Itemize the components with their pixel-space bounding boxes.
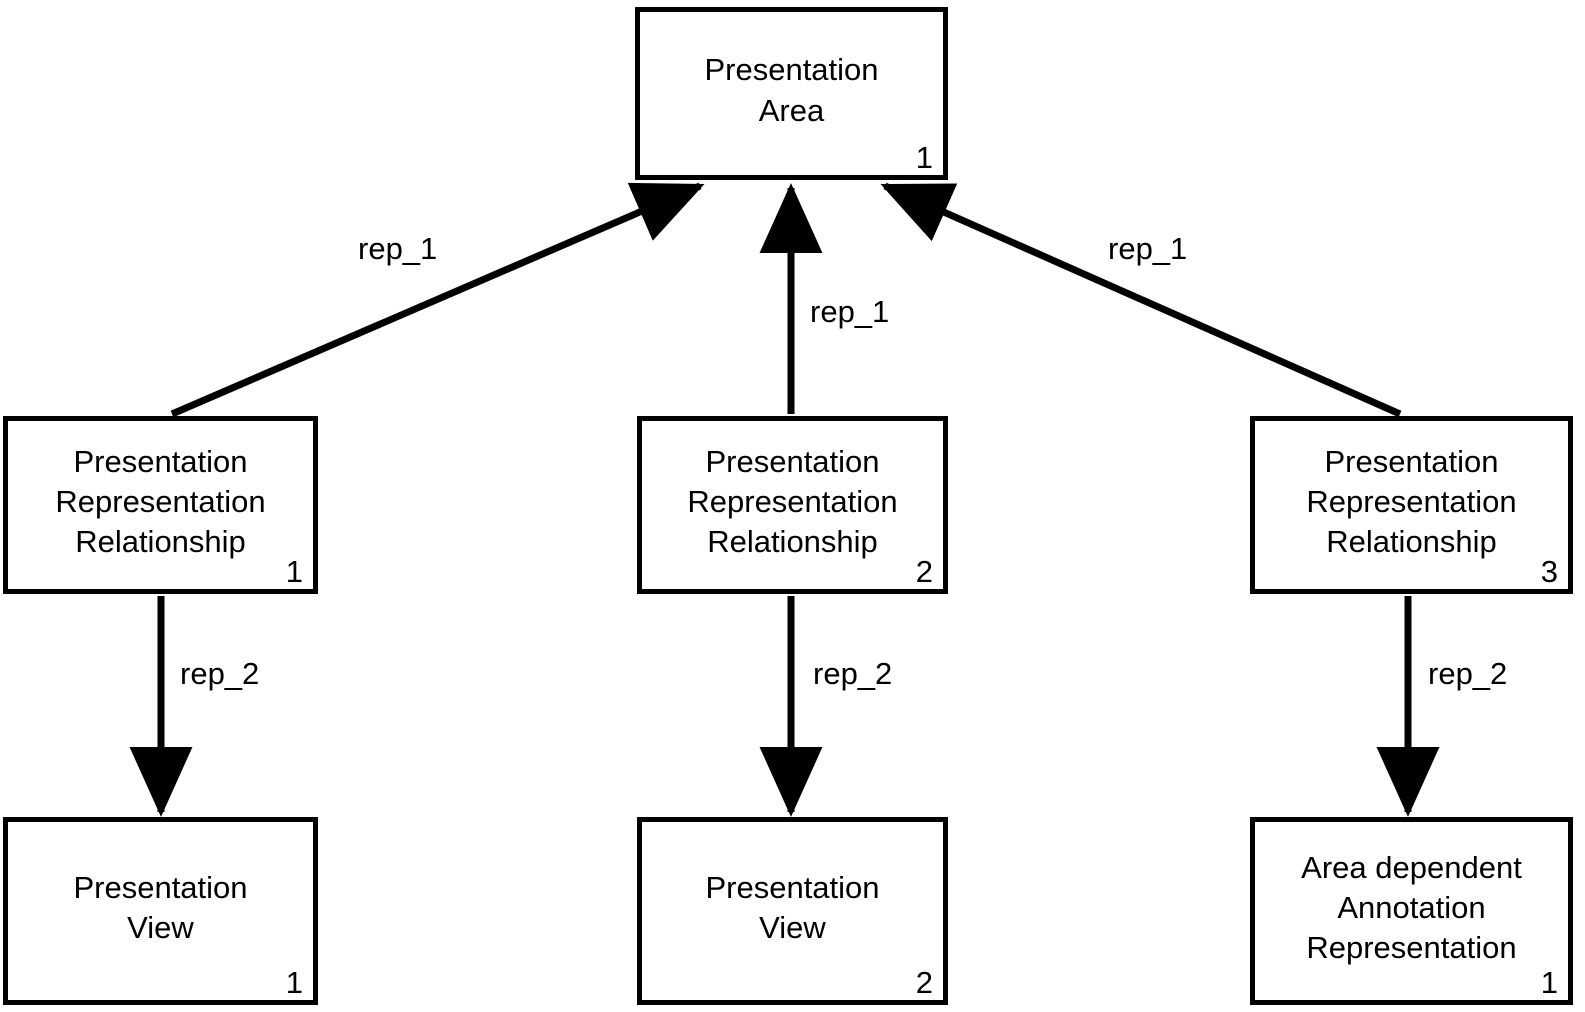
node-label: Area dependent Annotation Representation xyxy=(1301,849,1522,966)
edge-label-rel2-to-area: rep_1 xyxy=(810,294,890,329)
edge-label-rel2-to-view2: rep_2 xyxy=(813,656,893,691)
node-index: 1 xyxy=(285,554,303,589)
node-index: 1 xyxy=(285,965,303,1000)
node-area-dependent-annotation-representation-1[interactable]: Area dependent Annotation Representation… xyxy=(1250,817,1573,1005)
node-presentation-area-1[interactable]: Presentation Area 1 xyxy=(635,7,948,180)
node-label: Presentation Representation Relationship xyxy=(1306,443,1517,560)
node-presentation-representation-relationship-3[interactable]: Presentation Representation Relationship… xyxy=(1250,416,1573,594)
node-label: Presentation Representation Relationship xyxy=(55,443,266,560)
node-index: 2 xyxy=(915,554,933,589)
node-presentation-representation-relationship-1[interactable]: Presentation Representation Relationship… xyxy=(3,416,318,594)
edge-label-rel3-to-area: rep_1 xyxy=(1108,231,1188,266)
node-label: Presentation View xyxy=(705,869,880,945)
edge-label-rel1-to-view1: rep_2 xyxy=(180,656,260,691)
edge-rel3-to-area-line xyxy=(880,182,1402,418)
edge-label-rel1-to-area: rep_1 xyxy=(358,231,438,266)
node-index: 2 xyxy=(915,965,933,1000)
node-index: 3 xyxy=(1540,554,1558,589)
node-presentation-view-2[interactable]: Presentation View 2 xyxy=(637,817,948,1005)
node-label: Presentation View xyxy=(73,869,248,945)
node-index: 1 xyxy=(1540,965,1558,1000)
node-presentation-view-1[interactable]: Presentation View 1 xyxy=(3,817,318,1005)
node-index: 1 xyxy=(915,140,933,175)
edge-rel1-to-area-line xyxy=(170,182,705,418)
node-label: Presentation Representation Relationship xyxy=(687,443,898,560)
node-presentation-representation-relationship-2[interactable]: Presentation Representation Relationship… xyxy=(637,416,948,594)
node-label: Presentation Area xyxy=(704,52,879,128)
edge-label-rel3-to-annotation: rep_2 xyxy=(1428,656,1508,691)
